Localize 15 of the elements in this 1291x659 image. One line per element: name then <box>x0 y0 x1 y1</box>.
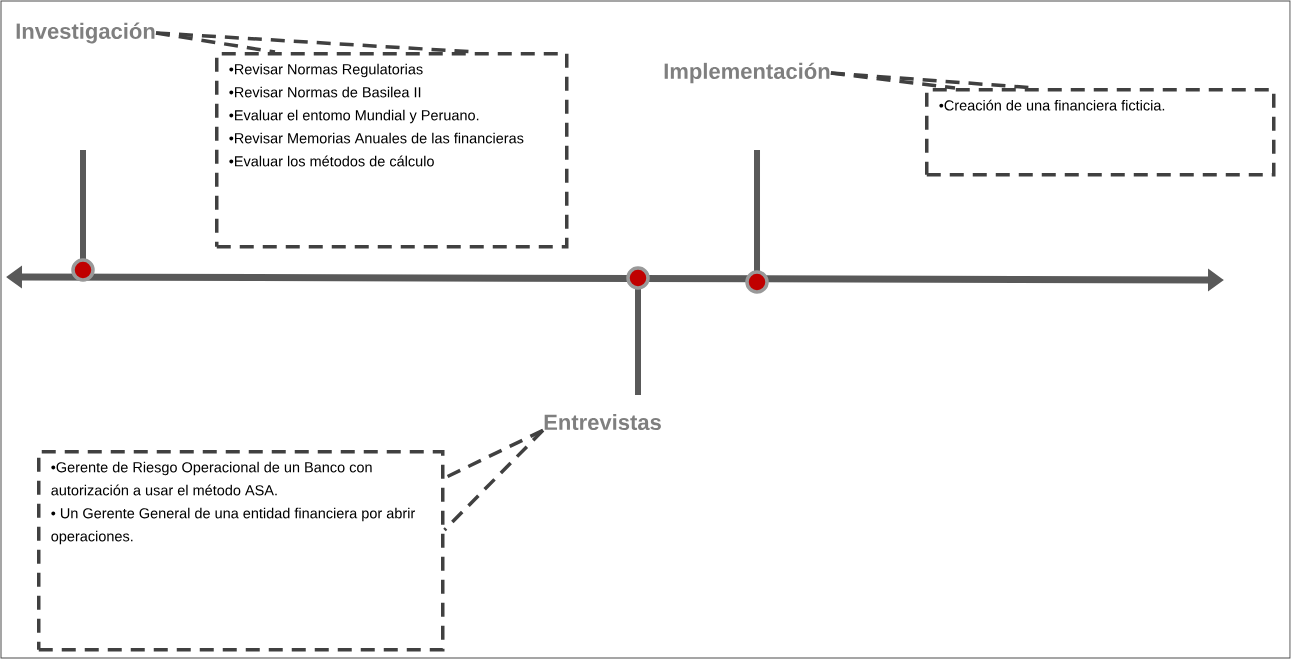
bullet-text: •Revisar Normas Regulatorias <box>229 63 423 78</box>
dashed-box <box>925 88 1276 177</box>
heading-label: Entrevistas <box>544 413 661 431</box>
dashed-box <box>37 450 445 652</box>
bullet-text: •Gerente de Riesgo Operacional de un Banco con autorización a usar el método ASA. <box>51 461 372 496</box>
bullet-text: •Evaluar el entomo Mundial y Peruano. <box>229 109 479 124</box>
heading-label: Investigación <box>16 22 155 44</box>
bullet-text: •Evaluar los métodos de cálculo <box>229 155 434 167</box>
bullet-text: • Un Gerente General de una entidad financiera por abrir operaciones. <box>51 507 415 545</box>
bullet-text: •Creación de una financiera ficticia. <box>939 99 1165 111</box>
bullet-text: •Revisar Memorias Anuales de las financieras <box>229 132 524 144</box>
leader-line <box>443 429 545 532</box>
heading-label: Implementación <box>664 62 830 84</box>
dashed-box <box>215 52 569 249</box>
bullet-text: •Revisar Normas de Basilea II <box>229 86 421 98</box>
